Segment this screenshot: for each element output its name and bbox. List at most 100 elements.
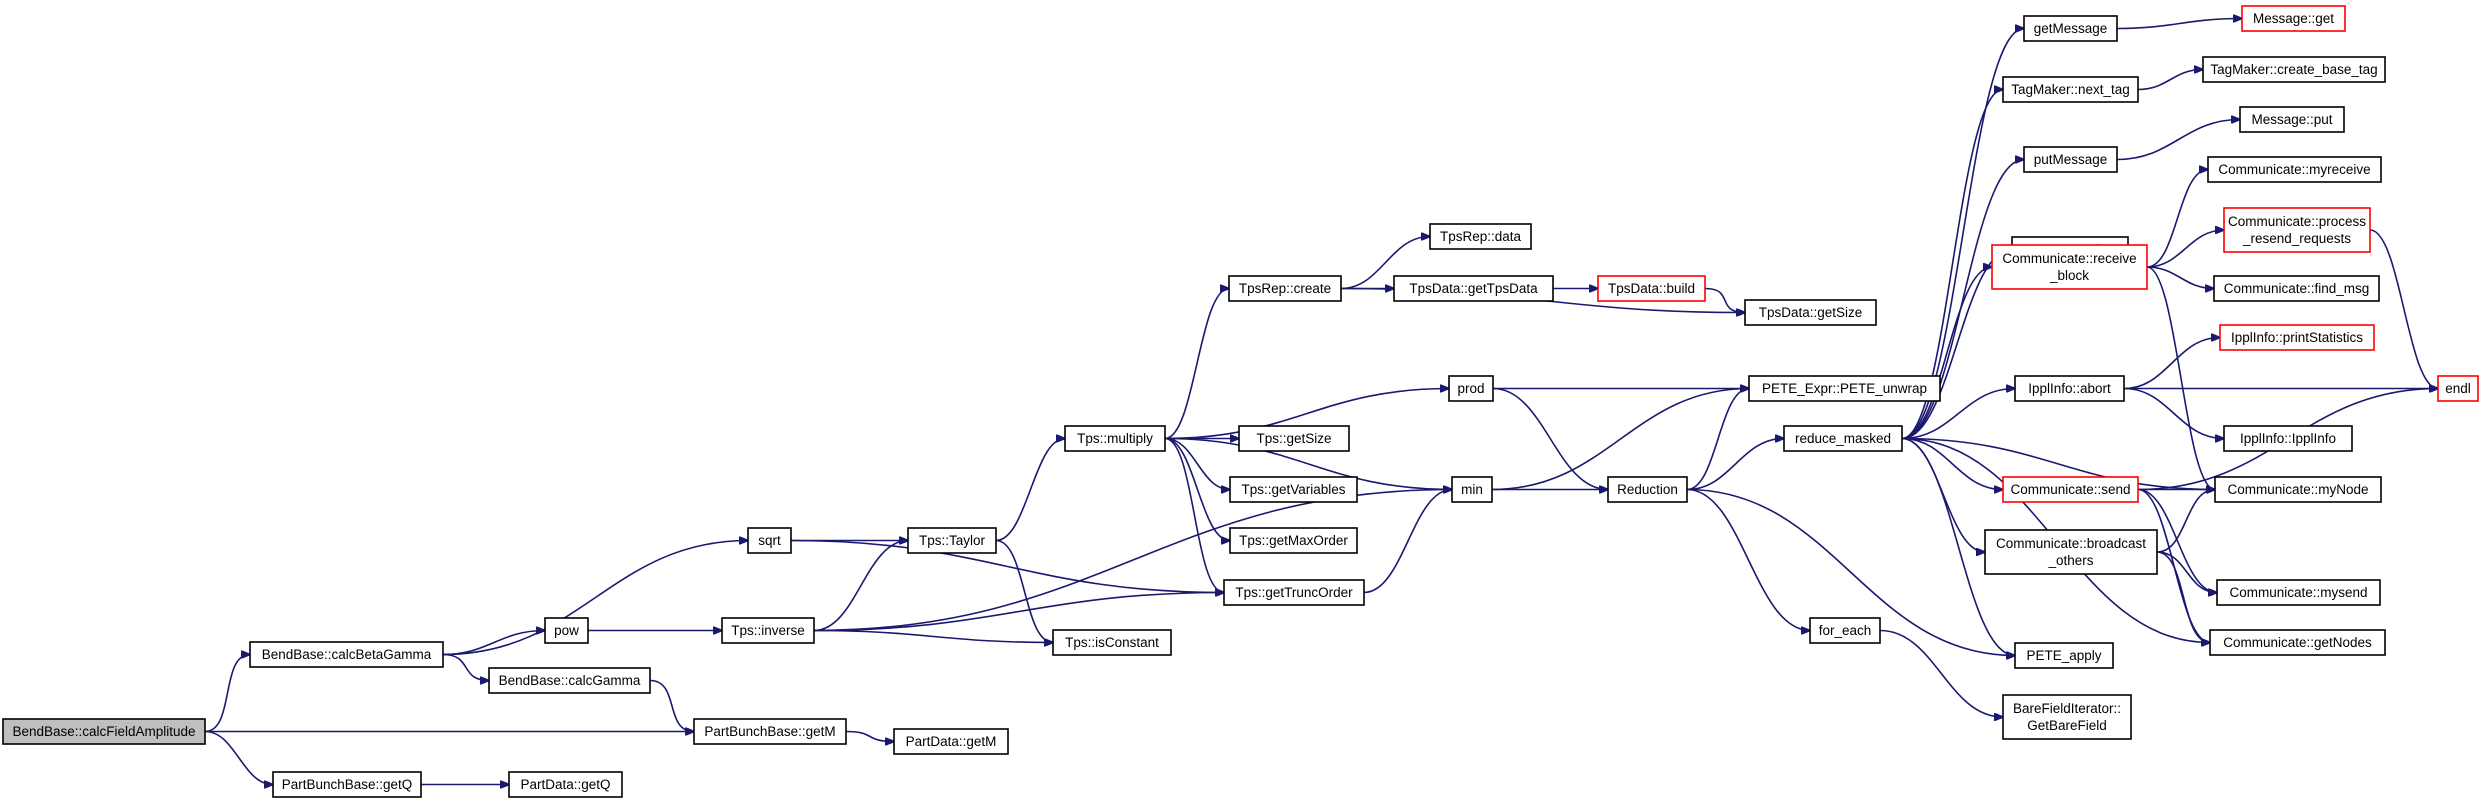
- node-label: BareFieldIterator::: [2013, 701, 2121, 716]
- graph-node-sqrt[interactable]: sqrt: [747, 527, 792, 554]
- graph-node-message-get[interactable]: Message::get: [2241, 5, 2346, 32]
- graph-node-prod[interactable]: prod: [1448, 375, 1494, 402]
- graph-node-tps-getVariables[interactable]: Tps::getVariables: [1229, 476, 1358, 503]
- graph-node-ipplinfo-ipplinfo[interactable]: IpplInfo::IpplInfo: [2223, 425, 2353, 452]
- node-label: Reduction: [1617, 482, 1678, 497]
- node-box: [1238, 425, 1350, 452]
- node-label: TpsData::build: [1608, 281, 1695, 296]
- graph-node-reduction[interactable]: Reduction: [1607, 476, 1688, 503]
- edge-tps_taylor-to-tps_multiply: [995, 439, 1065, 542]
- graph-node-endl[interactable]: endl: [2437, 375, 2479, 402]
- node-box: [2241, 5, 2346, 32]
- graph-node-putMessage[interactable]: putMessage: [2023, 146, 2118, 173]
- node-label: TpsRep::data: [1440, 229, 1522, 244]
- graph-node-ipplinfo-abort[interactable]: IpplInfo::abort: [2014, 375, 2125, 402]
- edge-comm_receive_block-to-comm_process_resend: [2146, 230, 2224, 268]
- graph-node-calcFieldAmplitude[interactable]: BendBase::calcFieldAmplitude: [2, 718, 206, 745]
- edge-ipplinfo_abort-to-ipplinfo_ipplinfo: [2123, 387, 2224, 439]
- edge-comm_broadcast-to-comm_getNodes: [2156, 551, 2210, 643]
- node-label: Communicate::getNodes: [2223, 635, 2372, 650]
- node-label: Tps::Taylor: [919, 533, 986, 548]
- node-label: TpsData::getSize: [1759, 305, 1863, 320]
- node-box: [2214, 476, 2382, 503]
- graph-node-tpsdata-getTpsData[interactable]: TpsData::getTpsData: [1393, 275, 1554, 302]
- graph-node-tps-isConstant[interactable]: Tps::isConstant: [1052, 629, 1172, 656]
- node-label: BendBase::calcBetaGamma: [262, 647, 432, 662]
- node-label: Tps::getVariables: [1241, 482, 1345, 497]
- graph-node-getMessage[interactable]: getMessage: [2023, 15, 2118, 42]
- edge-comm_receive_block-to-comm_find_msg: [2146, 266, 2214, 289]
- edge-comm_process_resend-to-endl: [2369, 229, 2438, 389]
- edge-tpsrep_create-to-tpsrep_data: [1340, 237, 1430, 290]
- node-box: [2207, 156, 2382, 183]
- node-box: [2002, 76, 2139, 103]
- node-box: [721, 617, 815, 644]
- graph-node-tps-multiply[interactable]: Tps::multiply: [1064, 425, 1166, 452]
- graph-node-comm-send[interactable]: Communicate::send: [2002, 476, 2139, 503]
- graph-node-tps-inverse[interactable]: Tps::inverse: [721, 617, 815, 644]
- node-box: [1229, 527, 1358, 554]
- node-label: GetBareField: [2027, 718, 2107, 733]
- graph-node-tpsrep-data[interactable]: TpsRep::data: [1429, 223, 1532, 250]
- edge-tps_taylor-to-tps_isConstant: [995, 539, 1053, 643]
- graph-node-pete-unwrap[interactable]: PETE_Expr::PETE_unwrap: [1748, 375, 1941, 402]
- graph-node-bfi-getBareField[interactable]: BareFieldIterator::GetBareField: [2002, 694, 2132, 740]
- graph-node-comm-broadcast[interactable]: Communicate::broadcast_others: [1984, 529, 2158, 575]
- graph-node-tpsrep-create[interactable]: TpsRep::create: [1228, 275, 1342, 302]
- node-label: Tps::multiply: [1077, 431, 1153, 446]
- graph-node-comm-myreceive[interactable]: Communicate::myreceive: [2207, 156, 2382, 183]
- node-box: [2239, 106, 2345, 133]
- graph-node-for-each[interactable]: for_each: [1809, 617, 1881, 644]
- graph-node-calcBetaGamma[interactable]: BendBase::calcBetaGamma: [249, 641, 444, 668]
- graph-node-message-put[interactable]: Message::put: [2239, 106, 2345, 133]
- graph-node-tps-getTruncOrder[interactable]: Tps::getTruncOrder: [1223, 579, 1365, 606]
- edge-reduce_masked-to-getMessage: [1901, 29, 2024, 440]
- graph-node-tps-taylor[interactable]: Tps::Taylor: [907, 527, 997, 554]
- edge-calcFieldAmplitude-to-pbb_getQ: [204, 730, 273, 785]
- graph-node-comm-process-resend[interactable]: Communicate::process_resend_requests: [2223, 207, 2371, 253]
- graph-node-comm-myNode[interactable]: Communicate::myNode: [2214, 476, 2382, 503]
- node-box: [2002, 694, 2132, 740]
- node-box: [1607, 476, 1688, 503]
- graph-node-pbb-getM[interactable]: PartBunchBase::getM: [693, 718, 847, 745]
- graph-node-tpsdata-getSize[interactable]: TpsData::getSize: [1744, 299, 1877, 326]
- node-label: for_each: [1819, 623, 1872, 638]
- edge-tpsdata_build-to-tpsdata_getSize: [1704, 287, 1745, 313]
- graph-node-tagmaker-next[interactable]: TagMaker::next_tag: [2002, 76, 2139, 103]
- graph-node-reduce-masked[interactable]: reduce_masked: [1783, 425, 1903, 452]
- node-box: [2023, 15, 2118, 42]
- edge-tps_inverse-to-tps_taylor: [813, 541, 908, 632]
- node-box: [907, 527, 997, 554]
- node-label: Communicate::myreceive: [2218, 162, 2370, 177]
- node-label: Communicate::receive: [2002, 251, 2136, 266]
- graph-node-pow[interactable]: pow: [544, 617, 589, 644]
- node-box: [747, 527, 792, 554]
- graph-node-tpsdata-build[interactable]: TpsData::build: [1597, 275, 1706, 302]
- graph-node-calcGamma[interactable]: BendBase::calcGamma: [488, 667, 651, 694]
- graph-node-comm-mysend[interactable]: Communicate::mysend: [2216, 579, 2381, 606]
- node-box: [508, 771, 623, 798]
- node-box: [2014, 375, 2125, 402]
- node-box: [1783, 425, 1903, 452]
- graph-node-comm-find-msg[interactable]: Communicate::find_msg: [2213, 275, 2380, 302]
- node-box: [2202, 56, 2386, 83]
- edge-calcFieldAmplitude-to-calcBetaGamma: [204, 655, 250, 733]
- graph-node-tps-getMaxOrder[interactable]: Tps::getMaxOrder: [1229, 527, 1358, 554]
- edge-sqrt-to-tps_getTruncOrder: [790, 539, 1224, 593]
- graph-node-min[interactable]: min: [1451, 476, 1493, 503]
- graph-node-comm-getNodes[interactable]: Communicate::getNodes: [2209, 629, 2386, 656]
- graph-node-pd-getM[interactable]: PartData::getM: [893, 728, 1009, 755]
- edge-reduce_masked-to-comm_send: [1901, 437, 2003, 490]
- graph-node-pd-getQ[interactable]: PartData::getQ: [508, 771, 623, 798]
- graph-node-comm-receive-block[interactable]: Communicate::receive_block: [1991, 244, 2148, 290]
- graph-node-tps-getSize[interactable]: Tps::getSize: [1238, 425, 1350, 452]
- graph-node-tagmaker-create[interactable]: TagMaker::create_base_tag: [2202, 56, 2386, 83]
- graph-node-ipplinfo-print[interactable]: IpplInfo::printStatistics: [2219, 324, 2375, 351]
- graph-node-pbb-getQ[interactable]: PartBunchBase::getQ: [272, 771, 422, 798]
- edge-tps_multiply-to-tps_getTruncOrder: [1164, 437, 1224, 593]
- edge-tps_inverse-to-min: [813, 490, 1452, 632]
- edge-calcGamma-to-pbb_getM: [649, 679, 694, 732]
- edges-layer: [204, 19, 2438, 785]
- node-box: [1991, 244, 2148, 290]
- graph-node-pete-apply[interactable]: PETE_apply: [2014, 642, 2114, 669]
